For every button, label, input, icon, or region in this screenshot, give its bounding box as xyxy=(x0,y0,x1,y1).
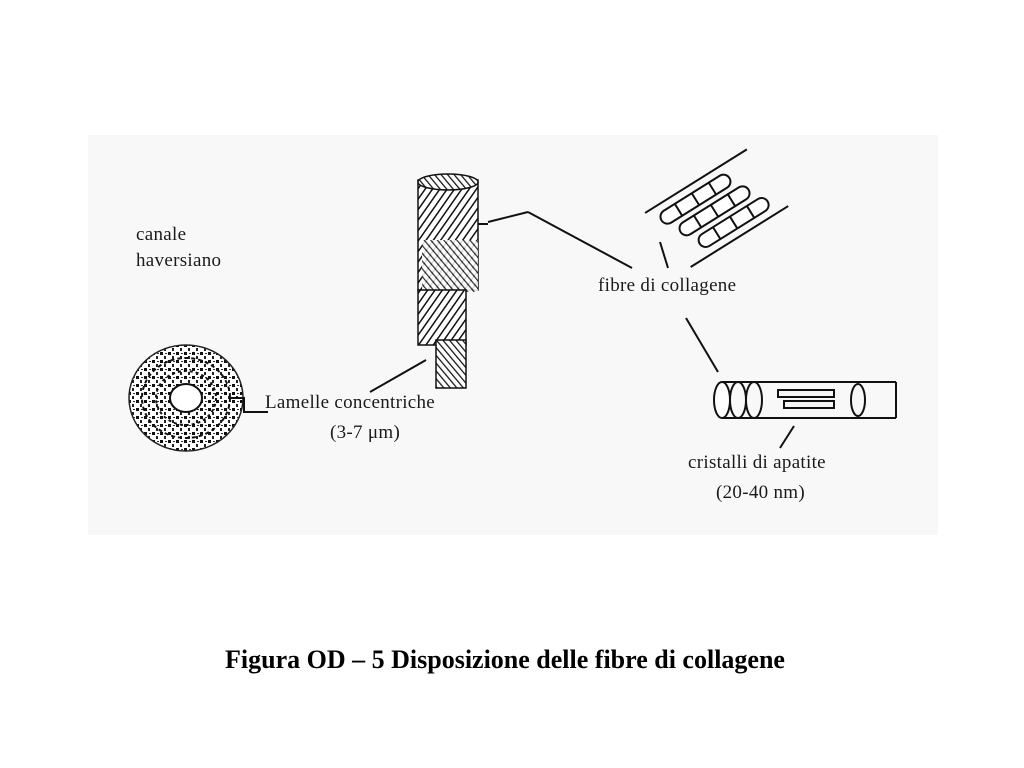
figure-caption: Figura OD – 5 Disposizione delle fibre d… xyxy=(225,645,785,674)
lamellae-label-line1: Lamelle concentriche xyxy=(265,392,436,413)
apatite-label-line1: cristalli di apatite xyxy=(688,452,826,473)
collagen-fiber-bundle xyxy=(644,148,789,268)
collagen-fibers-label: fibre di collagene xyxy=(598,275,737,296)
lamellae-cylinder xyxy=(417,173,488,389)
apatite-fibril xyxy=(713,381,897,419)
figure-panel xyxy=(88,135,938,535)
osteon-cross-section xyxy=(128,344,268,452)
leader-lines xyxy=(369,211,795,449)
lamellae-label-line2: (3-7 μm) xyxy=(330,422,401,443)
apatite-label-line2: (20-40 nm) xyxy=(716,482,806,503)
haversian-canal-label-line2: haversiano xyxy=(136,250,222,271)
haversian-canal-label-line1: canale xyxy=(136,224,187,245)
